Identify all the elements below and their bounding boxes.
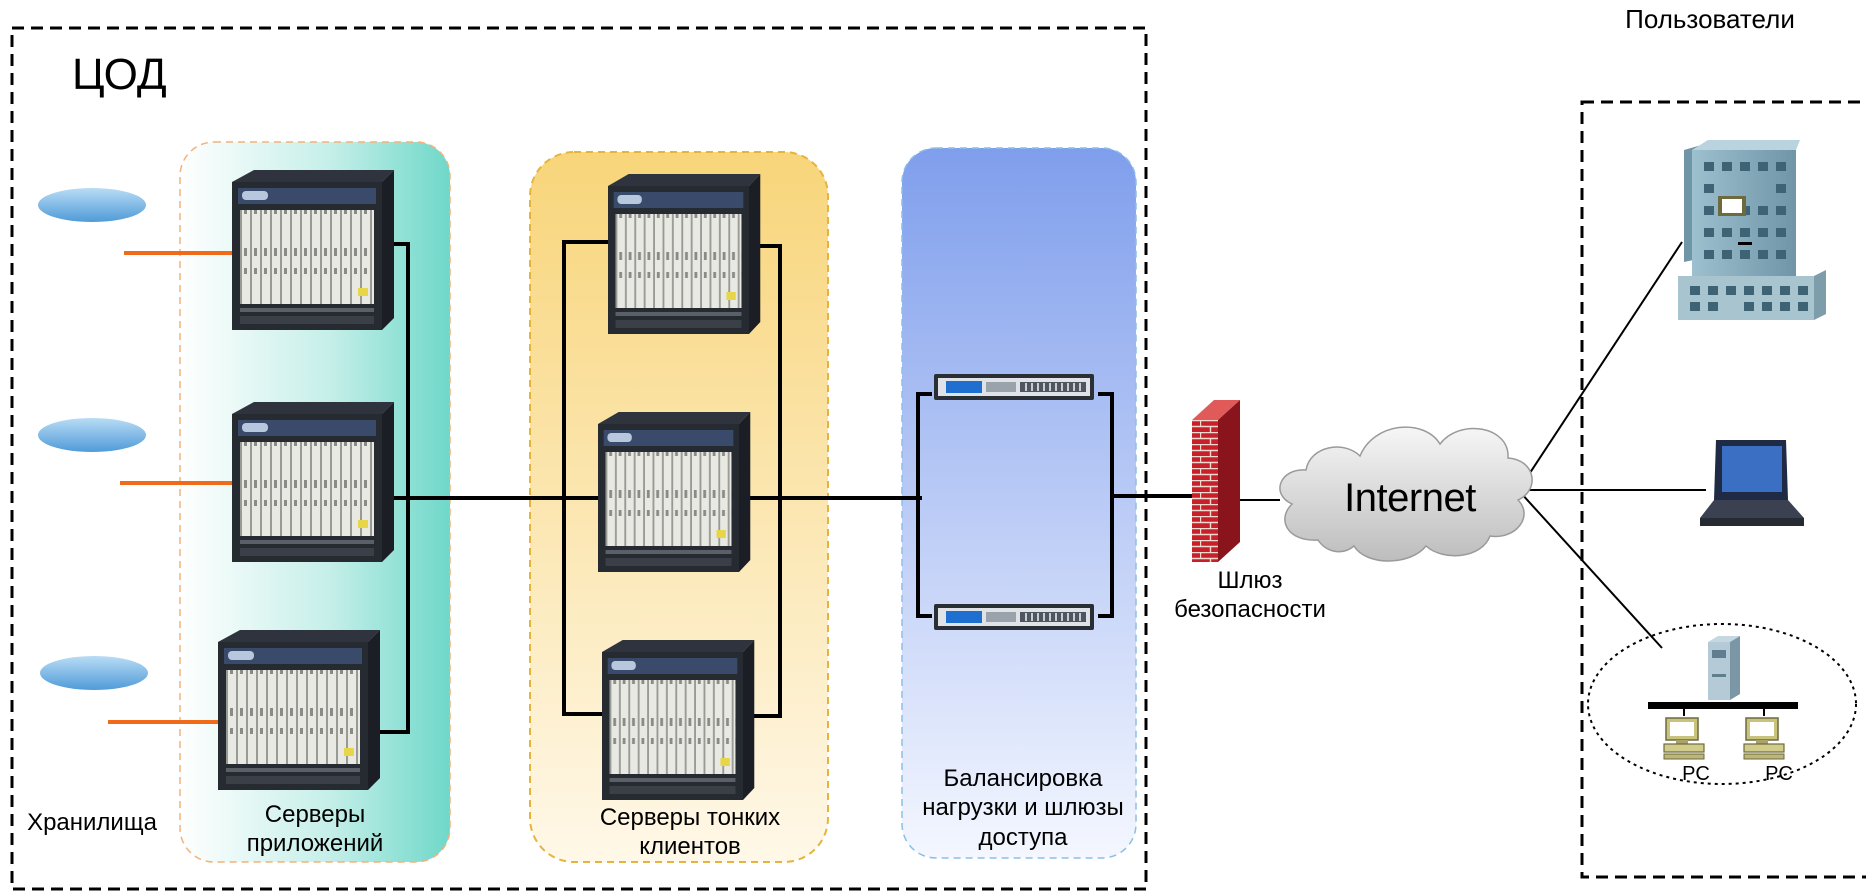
users-boundary — [1580, 100, 1866, 879]
lan-group — [1587, 623, 1857, 785]
datacenter-title: ЦОД — [72, 50, 167, 99]
storage-label: Хранилища — [27, 809, 157, 836]
blade-server-chassis-icon — [232, 170, 394, 330]
pc-label: PC — [1682, 763, 1710, 785]
desktop-pc-icon — [1743, 717, 1785, 760]
storage-ellipse-icon — [38, 418, 146, 452]
connection-lines — [372, 240, 1280, 734]
rack-appliance-icon — [933, 603, 1095, 631]
blade-server-chassis-icon — [608, 174, 761, 334]
storage-ellipse-icon — [40, 656, 148, 690]
balancer-zone — [901, 147, 1137, 859]
internet-cloud-icon — [1279, 426, 1533, 562]
app-servers-label: Серверы приложений — [246, 801, 384, 858]
rack-appliance-icon — [933, 373, 1095, 401]
brick-firewall-icon — [1192, 400, 1240, 562]
users-title: Пользователи — [1625, 4, 1795, 34]
internet-label: Internet — [1344, 476, 1476, 520]
storage-link — [108, 251, 232, 724]
blade-server-chassis-icon — [602, 640, 755, 800]
blade-server-chassis-icon — [232, 402, 394, 562]
tower-server-icon — [1708, 636, 1740, 700]
blade-server-chassis-icon — [218, 630, 380, 790]
thin-client-servers-label: Серверы тонких клиентов — [599, 804, 781, 861]
load-balancing-label: Балансировка нагрузки и шлюзы доступа — [922, 765, 1124, 851]
office-building-icon — [1678, 140, 1826, 320]
storage-ellipse-icon — [38, 188, 146, 222]
laptop-icon — [1700, 440, 1804, 526]
datacenter-boundary — [10, 26, 1148, 891]
user-links — [1519, 241, 1706, 649]
pc-label: PC — [1765, 763, 1793, 785]
security-gateway-label: Шлюз безопасности — [1174, 567, 1326, 624]
blade-server-chassis-icon — [598, 412, 751, 572]
storage-group — [38, 188, 232, 724]
desktop-pc-icon — [1663, 717, 1705, 760]
